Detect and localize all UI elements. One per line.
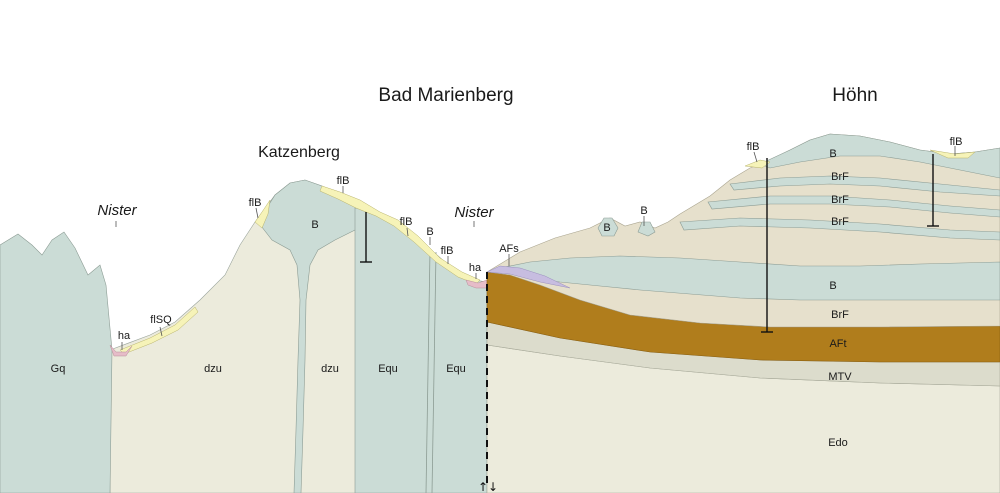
unit-label-flb-hoehn-right: flB xyxy=(950,136,963,148)
dyke-line xyxy=(431,251,437,493)
unit-label-equ-left: Equ xyxy=(378,363,398,375)
unit-basalt-lower xyxy=(498,255,1000,301)
unit-basalt-band xyxy=(707,195,1000,218)
unit-ha-left xyxy=(109,344,133,357)
unit-basalt-top xyxy=(759,133,1000,179)
unit-label-flsq: flSQ xyxy=(150,314,172,326)
label-leaders xyxy=(115,146,956,350)
unit-label-b-small1: B xyxy=(603,222,610,234)
unit-label-dzu-left: dzu xyxy=(204,363,222,375)
unit-label-b-lower: B xyxy=(829,280,836,292)
unit-label-flb-mid2: flB xyxy=(441,245,454,257)
unit-flb-cover xyxy=(254,199,271,229)
river-label-nister-right: Nister xyxy=(454,204,494,221)
fault-displacement-arrows: ↑↓ xyxy=(478,480,498,493)
borehole-hoehn-left xyxy=(761,158,773,333)
unit-label-edo: Edo xyxy=(828,437,848,449)
unit-label-b-top: B xyxy=(829,148,836,160)
place-label-katzenberg: Katzenberg xyxy=(258,144,340,161)
unit-label-flb-hoehn-left: flB xyxy=(747,141,760,153)
unit-basalt-knob xyxy=(637,221,656,237)
unit-label-brf-lower: BrF xyxy=(831,309,849,321)
unit-label-ha-left: ha xyxy=(118,330,131,342)
unit-label-afs: AFs xyxy=(499,243,519,255)
unit-label-b-mid: B xyxy=(426,226,433,238)
unit-label-ha-right: ha xyxy=(469,262,482,274)
unit-label-flb-katz-top: flB xyxy=(337,175,350,187)
unit-label-b-katz: B xyxy=(311,219,318,231)
unit-label-flb-katz-left: flB xyxy=(249,197,262,209)
dyke-line xyxy=(425,249,431,493)
place-label-bad-marienberg: Bad Marienberg xyxy=(378,85,513,106)
unit-label-dzu-right: dzu xyxy=(321,363,339,375)
borehole-katzenberg xyxy=(360,212,372,263)
unit-gq-area xyxy=(0,231,113,493)
unit-basalt-katzenberg xyxy=(257,179,366,493)
unit-flb-cover xyxy=(744,159,771,169)
unit-flsq-cover xyxy=(119,306,199,355)
unit-label-gq: Gq xyxy=(51,363,66,375)
unit-basalt-band xyxy=(679,217,1000,241)
river-label-nister-left: Nister xyxy=(97,202,137,219)
unit-label-brf-2: BrF xyxy=(831,194,849,206)
unit-basalt-knob xyxy=(597,217,619,237)
unit-label-brf-1: BrF xyxy=(831,171,849,183)
unit-label-brf-3: BrF xyxy=(831,216,849,228)
unit-flb-cover xyxy=(929,149,976,159)
unit-label-equ-right: Equ xyxy=(446,363,466,375)
borehole-hoehn-right xyxy=(927,154,939,227)
unit-basalt-equ xyxy=(354,207,488,493)
unit-label-flb-mid: flB xyxy=(400,216,413,228)
place-label-hoehn: Höhn xyxy=(832,85,877,106)
unit-afs-area xyxy=(486,265,571,289)
unit-label-aft: AFt xyxy=(829,338,846,350)
unit-label-b-small2: B xyxy=(640,205,647,217)
unit-label-mtv: MTV xyxy=(828,371,852,383)
